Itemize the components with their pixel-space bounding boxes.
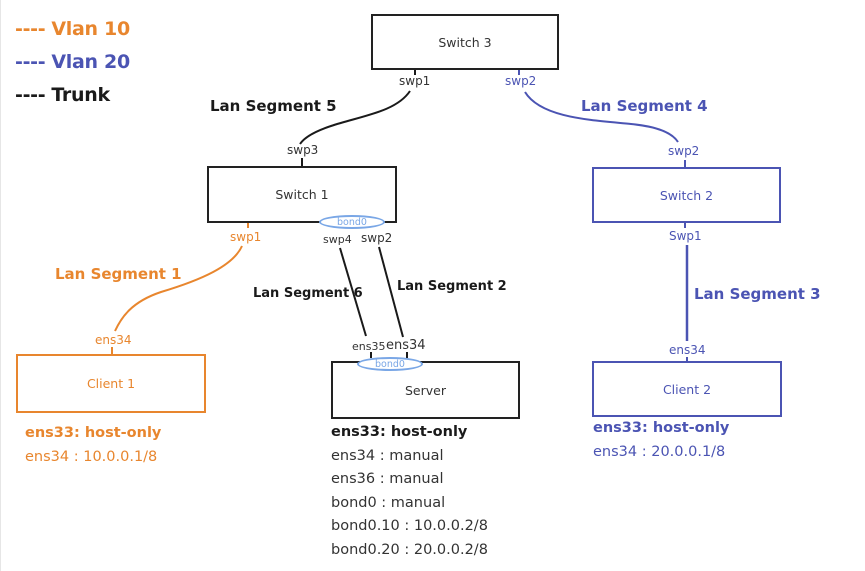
server-info-line: ens36 : manual <box>331 471 444 487</box>
client-2-info: ens33: host-only ens34 : 20.0.0.1/8 <box>593 417 729 464</box>
server-info-line: bond0 : manual <box>331 494 446 511</box>
switch-3-port-swp2: swp2 <box>505 74 537 88</box>
switch-2-port-swp2: swp2 <box>668 144 700 158</box>
server-info-line: bond0.10 : 10.0.0.2/8 <box>331 518 488 534</box>
lan-segment-5-label: Lan Segment 5 <box>210 97 337 115</box>
lan-segment-1-label: Lan Segment 1 <box>55 265 182 283</box>
legend-vlan10: ----Vlan 10 <box>15 18 130 40</box>
switch-3-label: Switch 3 <box>438 34 492 50</box>
lan-segment-4-label: Lan Segment 4 <box>581 97 708 115</box>
lan-segment-1-link <box>114 245 243 332</box>
switch-2-label: Switch 2 <box>659 187 714 203</box>
client-1-info-line: ens34 : 10.0.0.1/8 <box>25 448 158 465</box>
server-port-ens34: ens34 <box>386 338 426 353</box>
client-1-port-ens34: ens34 <box>95 333 132 347</box>
switch-1-port-swp3: swp3 <box>287 143 319 157</box>
client-1-node[interactable]: Client 1 <box>16 354 206 413</box>
legend-vlan20-label: Vlan 20 <box>51 51 130 73</box>
server-bond0: bond0 <box>357 357 423 371</box>
legend-trunk-dash: ---- <box>15 84 46 106</box>
server-info: ens33: host-only ens34 : manual ens36 : … <box>331 421 488 562</box>
switch-2-node[interactable]: Switch 2 <box>592 167 781 223</box>
lan-segment-6-link <box>339 247 367 337</box>
legend-vlan20: ----Vlan 20 <box>15 51 130 73</box>
lan-segment-5-link <box>299 90 411 145</box>
switch-1-port-swp2: swp2 <box>361 231 393 245</box>
switch-1-port-swp4: swp4 <box>323 233 352 246</box>
server-info-line: ens34 : manual <box>331 447 444 464</box>
legend-trunk-label: Trunk <box>51 84 110 106</box>
lan-segment-4-link <box>524 91 679 143</box>
server-label: Server <box>405 382 446 398</box>
switch-1-node[interactable]: Switch 1 <box>207 166 397 223</box>
lan-segment-2-label: Lan Segment 2 <box>397 279 507 294</box>
client-2-label: Client 2 <box>662 381 712 397</box>
legend-trunk: ----Trunk <box>15 84 110 106</box>
client-2-info-line: ens34 : 20.0.0.1/8 <box>593 443 726 460</box>
switch-3-port-swp1: swp1 <box>399 74 431 88</box>
client-1-label: Client 1 <box>86 376 136 391</box>
server-node[interactable]: Server <box>331 361 520 419</box>
switch-1-label: Switch 1 <box>275 187 329 202</box>
switch-2-port-swp1: Swp1 <box>669 229 702 243</box>
lan-segment-3-label: Lan Segment 3 <box>694 285 821 303</box>
lan-segment-6-label: Lan Segment 6 <box>253 286 363 301</box>
switch-1-bond0: bond0 <box>319 215 385 229</box>
server-port-ens35: ens35 <box>352 340 386 353</box>
client-1-info: ens33: host-only ens34 : 10.0.0.1/8 <box>25 422 161 469</box>
legend-vlan20-dash: ---- <box>15 51 46 73</box>
client-1-info-line: ens33: host-only <box>25 425 162 441</box>
legend-vlan10-dash: ---- <box>15 18 46 40</box>
client-2-port-ens34: ens34 <box>669 343 706 357</box>
switch-3-node[interactable]: Switch 3 <box>371 14 559 70</box>
client-2-info-line: ens33: host-only <box>593 420 730 436</box>
server-info-line: ens33: host-only <box>331 424 468 440</box>
client-2-node[interactable]: Client 2 <box>592 361 782 417</box>
server-info-line: bond0.20 : 20.0.0.2/8 <box>331 541 488 558</box>
switch-1-port-swp1: swp1 <box>230 230 262 244</box>
lan-segment-2-link <box>378 246 404 338</box>
legend-vlan10-label: Vlan 10 <box>51 18 130 40</box>
